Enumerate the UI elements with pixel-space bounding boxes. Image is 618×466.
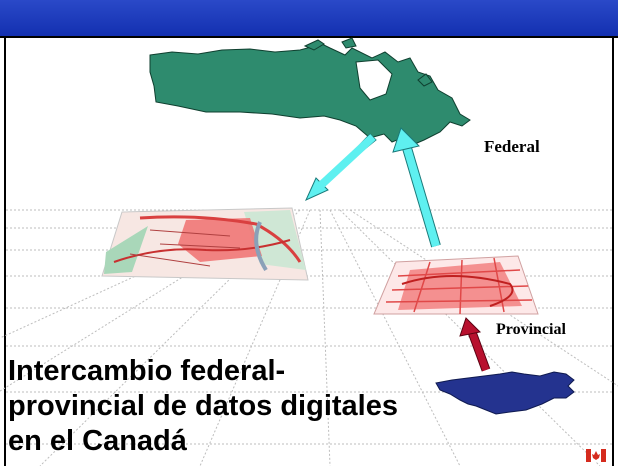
city-map-tile (101, 207, 309, 281)
title-line-1: Intercambio federal- (8, 355, 286, 387)
provincial-label: Provincial (496, 321, 566, 338)
slide-title: Intercambio federal- provincial de datos… (8, 354, 448, 459)
arrow-provincial-map-to-federal (392, 127, 441, 248)
title-line-3: en el Canadá (8, 425, 187, 457)
provincial-detail-map (373, 255, 539, 315)
header-rule (0, 36, 618, 38)
federal-map-canada (149, 37, 471, 147)
arrow-provincial-shape-to-detail-map (459, 317, 491, 372)
federal-label: Federal (484, 137, 540, 156)
frame-left-border (4, 38, 6, 466)
title-line-2: provincial de datos digitales (8, 390, 398, 422)
canada-flag-icon (586, 449, 606, 462)
frame-right-border (612, 38, 614, 466)
arrow-federal-to-city-map (304, 133, 377, 202)
provincial-map-shape (435, 371, 575, 415)
